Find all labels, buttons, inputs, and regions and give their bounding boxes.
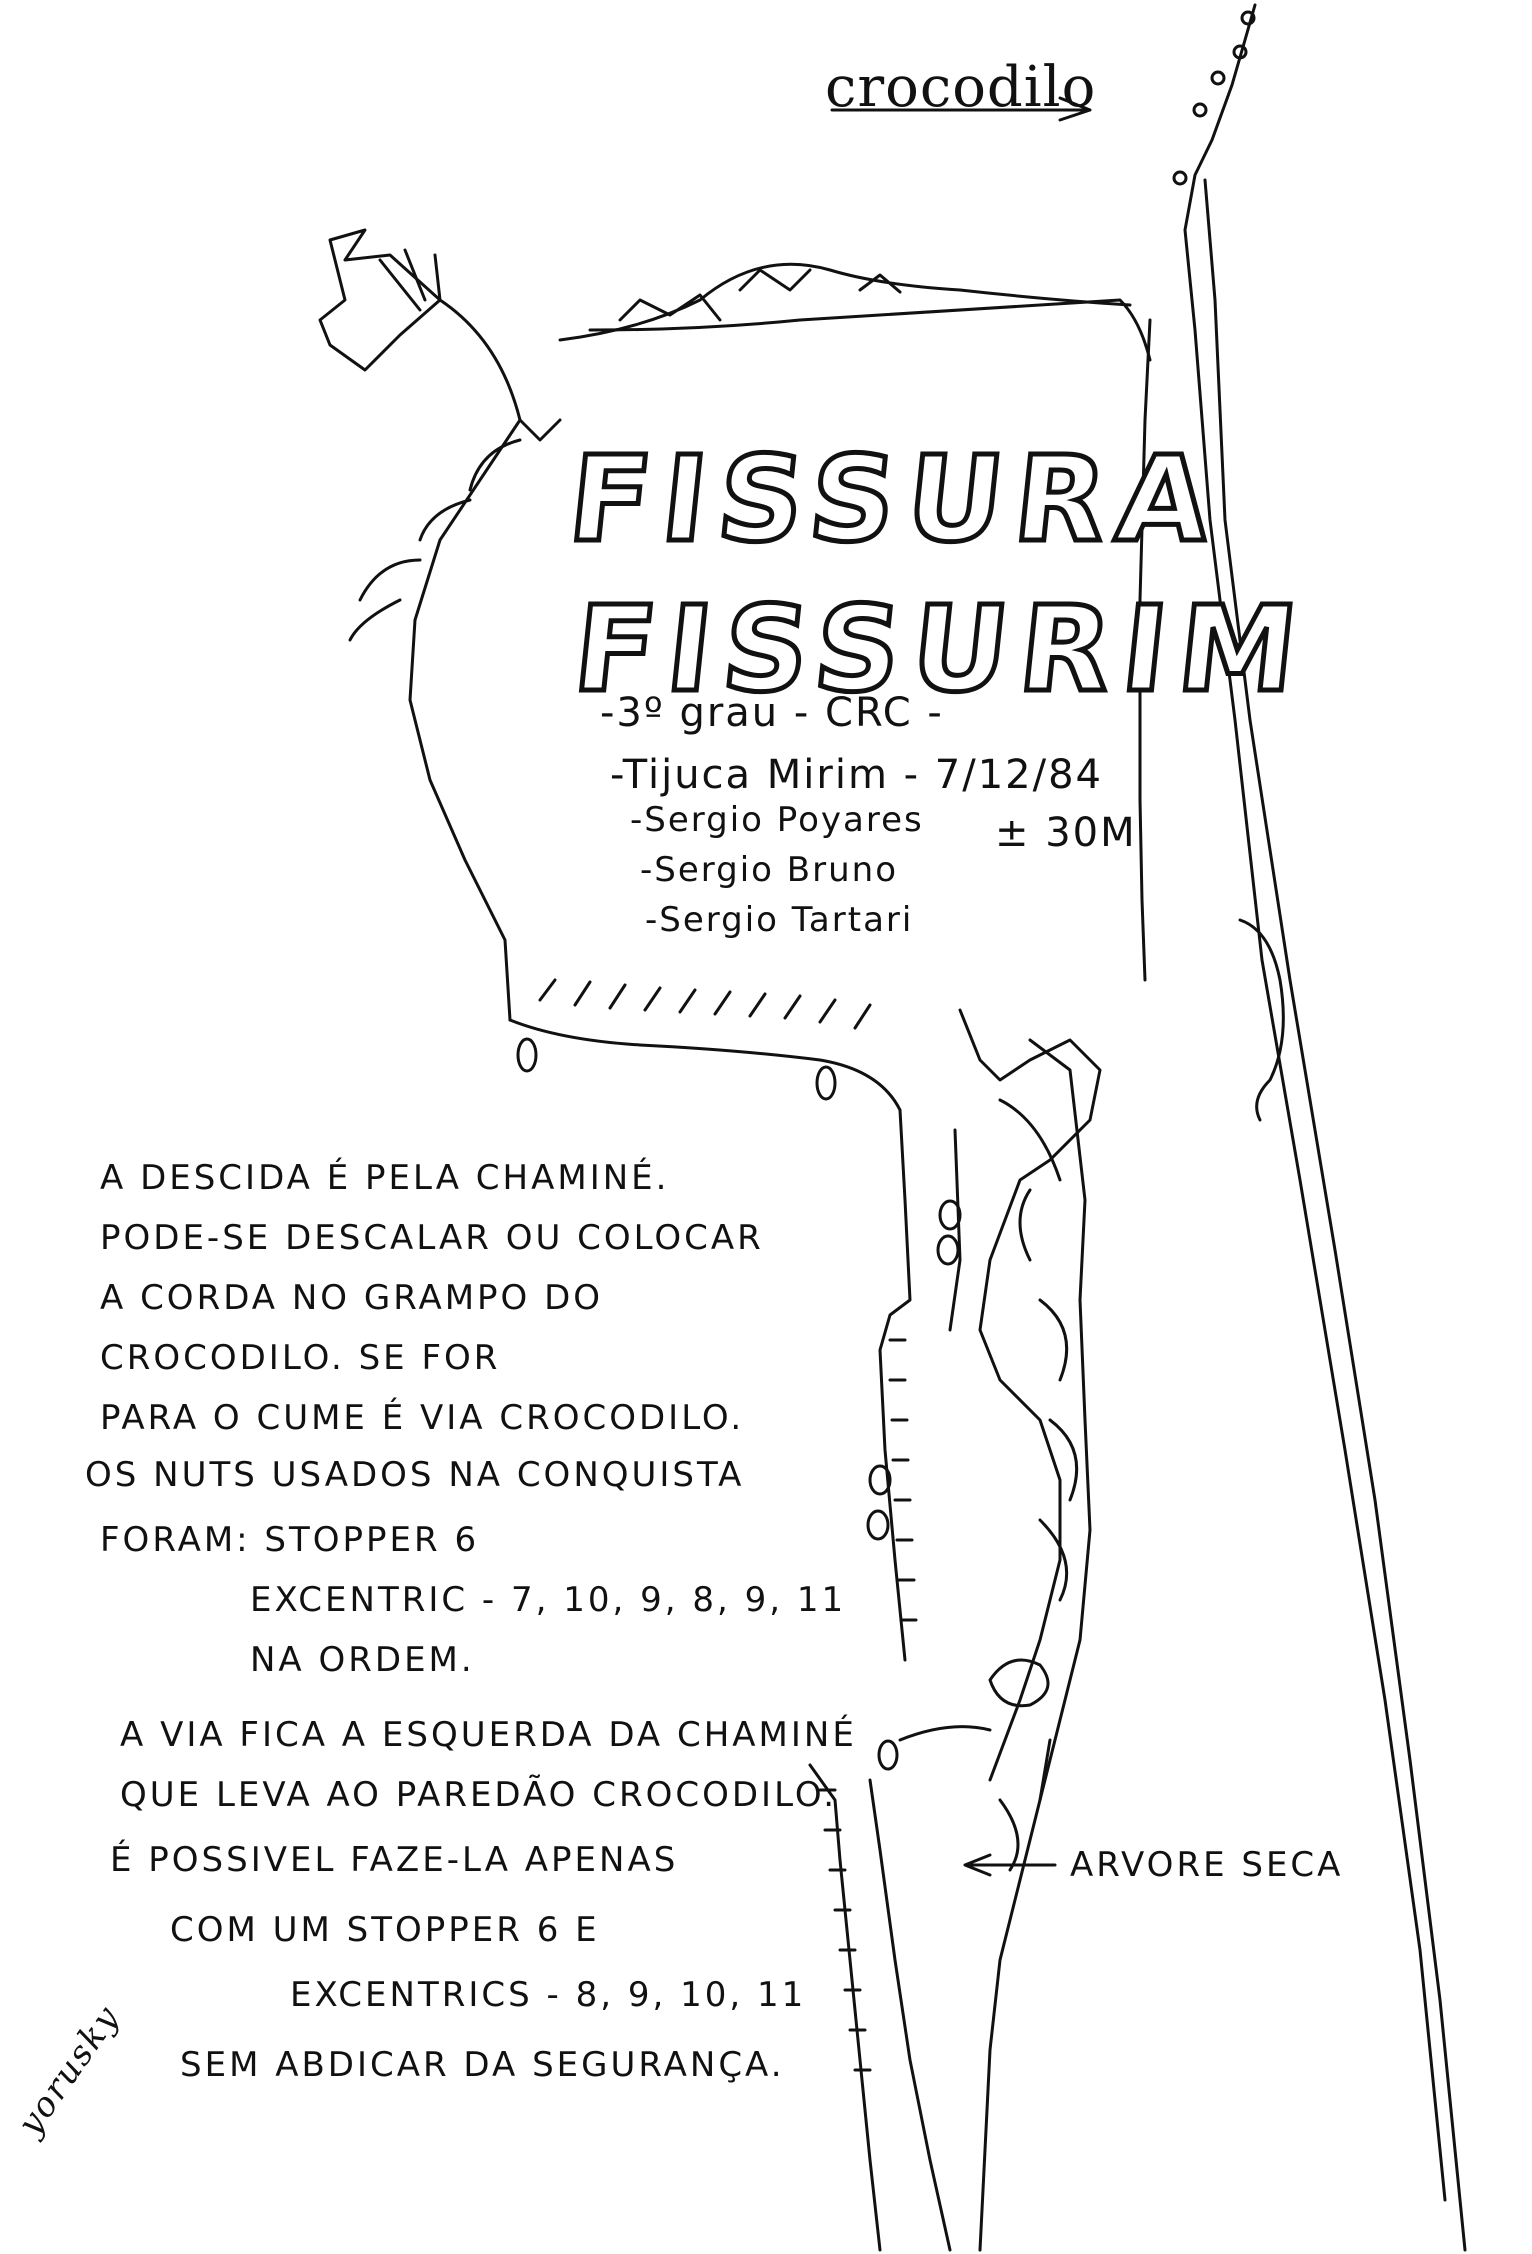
- gear-note-line-2: foram: stopper 6: [100, 1520, 480, 1560]
- grade-line: -3º grau - CRC -: [600, 690, 944, 736]
- climber-3: -Sergio Tartari: [645, 900, 914, 940]
- bolt-icons-top: [1172, 10, 1256, 186]
- position-note-line-2: que leva ao paredão crocodilo.: [120, 1775, 838, 1815]
- lower-slab-texture: [898, 1725, 1020, 1872]
- upper-block-bottom: [508, 1018, 902, 1112]
- gear-note-line-4: na ordem.: [250, 1640, 475, 1680]
- bolt-icons-roof: [516, 1037, 837, 1101]
- alternative-note-line-2: com um stopper 6 e: [170, 1910, 600, 1950]
- location-date-line: -Tijuca Mirim - 7/12/84: [610, 752, 1103, 798]
- descent-note-line-3: a corda no grampo do: [100, 1278, 604, 1318]
- summit-edge: [588, 298, 1152, 362]
- alternative-note-line-1: É possivel faze-la apenas: [110, 1840, 679, 1880]
- route-label-arrow: [830, 96, 1092, 122]
- route-height: ± 30M: [995, 810, 1137, 856]
- right-scribble: [1238, 918, 1285, 1122]
- nut-placements: [866, 1199, 962, 1541]
- roof-hatching: [538, 978, 872, 1030]
- route-label-crocodilo: crocodilo: [825, 55, 1097, 120]
- alternative-note-line-4: sem abdicar da segurança.: [180, 2045, 785, 2085]
- chimney-inner-line: [948, 1128, 962, 1332]
- dead-tree-arrow: [963, 1853, 1057, 1877]
- descent-note-line-4: crocodilo. Se for: [100, 1338, 501, 1378]
- rope-curve: [438, 298, 562, 442]
- upper-block-left-edge: [408, 418, 522, 1022]
- left-vegetation: [348, 438, 522, 642]
- lower-bolt: [877, 1739, 899, 1771]
- alternative-note-line-3: excentrics - 8, 9, 10, 11: [290, 1975, 807, 2015]
- position-note-line-1: A via fica a esquerda da chaminé: [120, 1715, 857, 1755]
- left-wall-hatching: [888, 1338, 918, 1622]
- lower-crack-right: [978, 1738, 1052, 2252]
- crocodilo-route-line: [1183, 3, 1447, 2202]
- summit-vegetation: [558, 262, 1132, 342]
- descent-note-line-2: Pode-se descalar ou colocar: [100, 1218, 764, 1258]
- top-left-flake: [318, 228, 442, 372]
- lower-slab-hatching: [818, 1788, 872, 2072]
- chimney-left-wall: [878, 1108, 912, 1662]
- mid-chimney-bush: [988, 1658, 1050, 1708]
- lower-slab-left: [808, 1763, 882, 2252]
- dead-tree-label: arvore seca: [1070, 1845, 1344, 1885]
- chimney-crack: [958, 1008, 1102, 1782]
- gear-note-line-1: Os nuts usados na conquista: [85, 1455, 745, 1495]
- chimney-right-wall: [1028, 1038, 1092, 1802]
- descent-note-line-1: A descida é pela chaminé.: [100, 1158, 670, 1198]
- climber-2: -Sergio Bruno: [640, 850, 898, 890]
- route-title-line1: FISSURA: [560, 428, 1231, 571]
- descent-note-line-5: para o cume é via crocodilo.: [100, 1398, 745, 1438]
- top-flake-stems: [378, 248, 442, 312]
- gear-note-line-3: excentric - 7, 10, 9, 8, 9, 11: [250, 1580, 847, 1620]
- climber-1: -Sergio Poyares: [630, 800, 924, 840]
- upper-block-right-edge: [1138, 318, 1152, 982]
- route-outer-edge: [1203, 178, 1467, 2252]
- chimney-vegetation: [998, 1098, 1079, 1602]
- lower-crack-left: [868, 1778, 952, 2252]
